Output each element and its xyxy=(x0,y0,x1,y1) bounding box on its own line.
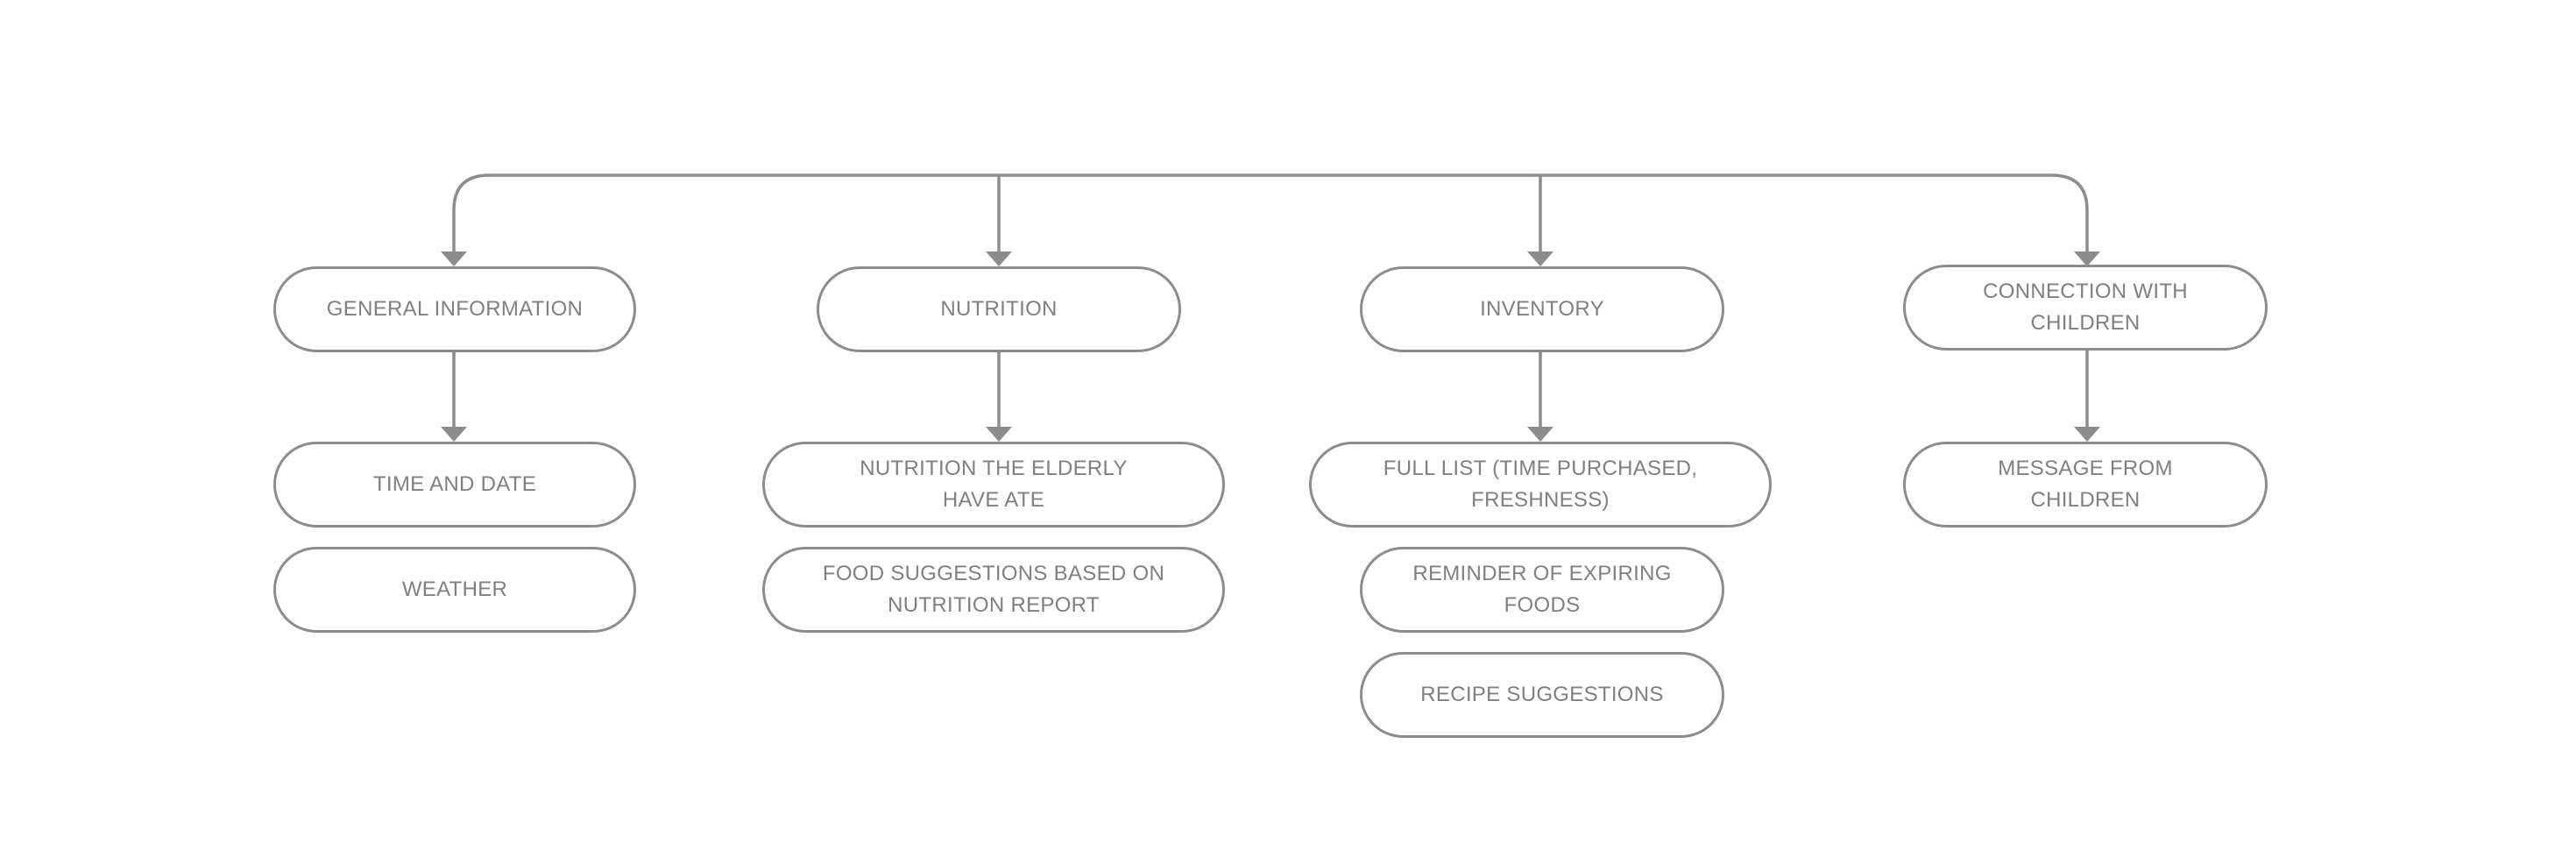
node-general-information: GENERAL INFORMATION xyxy=(273,266,636,352)
child-arrow-nutrition xyxy=(986,427,1012,442)
node-nutrition: NUTRITION xyxy=(817,266,1181,352)
node-message-from-children: MESSAGE FROM CHILDREN xyxy=(1903,442,2268,528)
node-time-and-date-label: TIME AND DATE xyxy=(372,472,537,496)
top-bus-line xyxy=(452,174,2089,254)
node-food-suggestions: FOOD SUGGESTIONS BASED ON NUTRITION REPO… xyxy=(762,547,1225,633)
arrow-head-general-information xyxy=(441,251,467,266)
child-arrow-inventory xyxy=(1527,427,1553,442)
node-recipe-suggestions: RECIPE SUGGESTIONS xyxy=(1360,652,1724,738)
node-inventory: INVENTORY xyxy=(1360,266,1724,352)
node-full-list: FULL LIST (TIME PURCHASED, FRESHNESS) xyxy=(1309,442,1772,528)
node-weather: WEATHER xyxy=(273,547,636,633)
arrow-head-connection-with-children xyxy=(2074,251,2100,266)
node-recipe-suggestions-label: RECIPE SUGGESTIONS xyxy=(1420,683,1664,706)
node-connection-with-children: CONNECTION WITH CHILDREN xyxy=(1903,265,2268,351)
node-connection-with-children-label: CONNECTION WITH CHILDREN xyxy=(1983,280,2188,335)
node-inventory-label: INVENTORY xyxy=(1480,297,1604,321)
child-arrow-general-information xyxy=(441,427,467,442)
node-weather-label: WEATHER xyxy=(401,577,508,601)
node-time-and-date: TIME AND DATE xyxy=(273,442,636,528)
arrow-head-inventory xyxy=(1527,251,1553,266)
node-general-information-label: GENERAL INFORMATION xyxy=(326,297,584,321)
child-arrow-connection-with-children xyxy=(2074,427,2100,442)
node-nutrition-label: NUTRITION xyxy=(940,297,1058,321)
node-reminder-of-expiring-foods: REMINDER OF EXPIRING FOODS xyxy=(1360,547,1724,633)
node-food-suggestions-label: FOOD SUGGESTIONS BASED ON NUTRITION REPO… xyxy=(822,562,1165,617)
arrow-head-nutrition xyxy=(986,251,1012,266)
node-full-list-label: FULL LIST (TIME PURCHASED, FRESHNESS) xyxy=(1383,457,1698,512)
node-reminder-of-expiring-foods-label: REMINDER OF EXPIRING FOODS xyxy=(1412,562,1672,617)
node-nutrition-the-elderly-have-ate: NUTRITION THE ELDERLY HAVE ATE xyxy=(762,442,1225,528)
node-message-from-children-label: MESSAGE FROM CHILDREN xyxy=(1998,457,2173,512)
node-nutrition-the-elderly-have-ate-label: NUTRITION THE ELDERLY HAVE ATE xyxy=(860,457,1128,512)
